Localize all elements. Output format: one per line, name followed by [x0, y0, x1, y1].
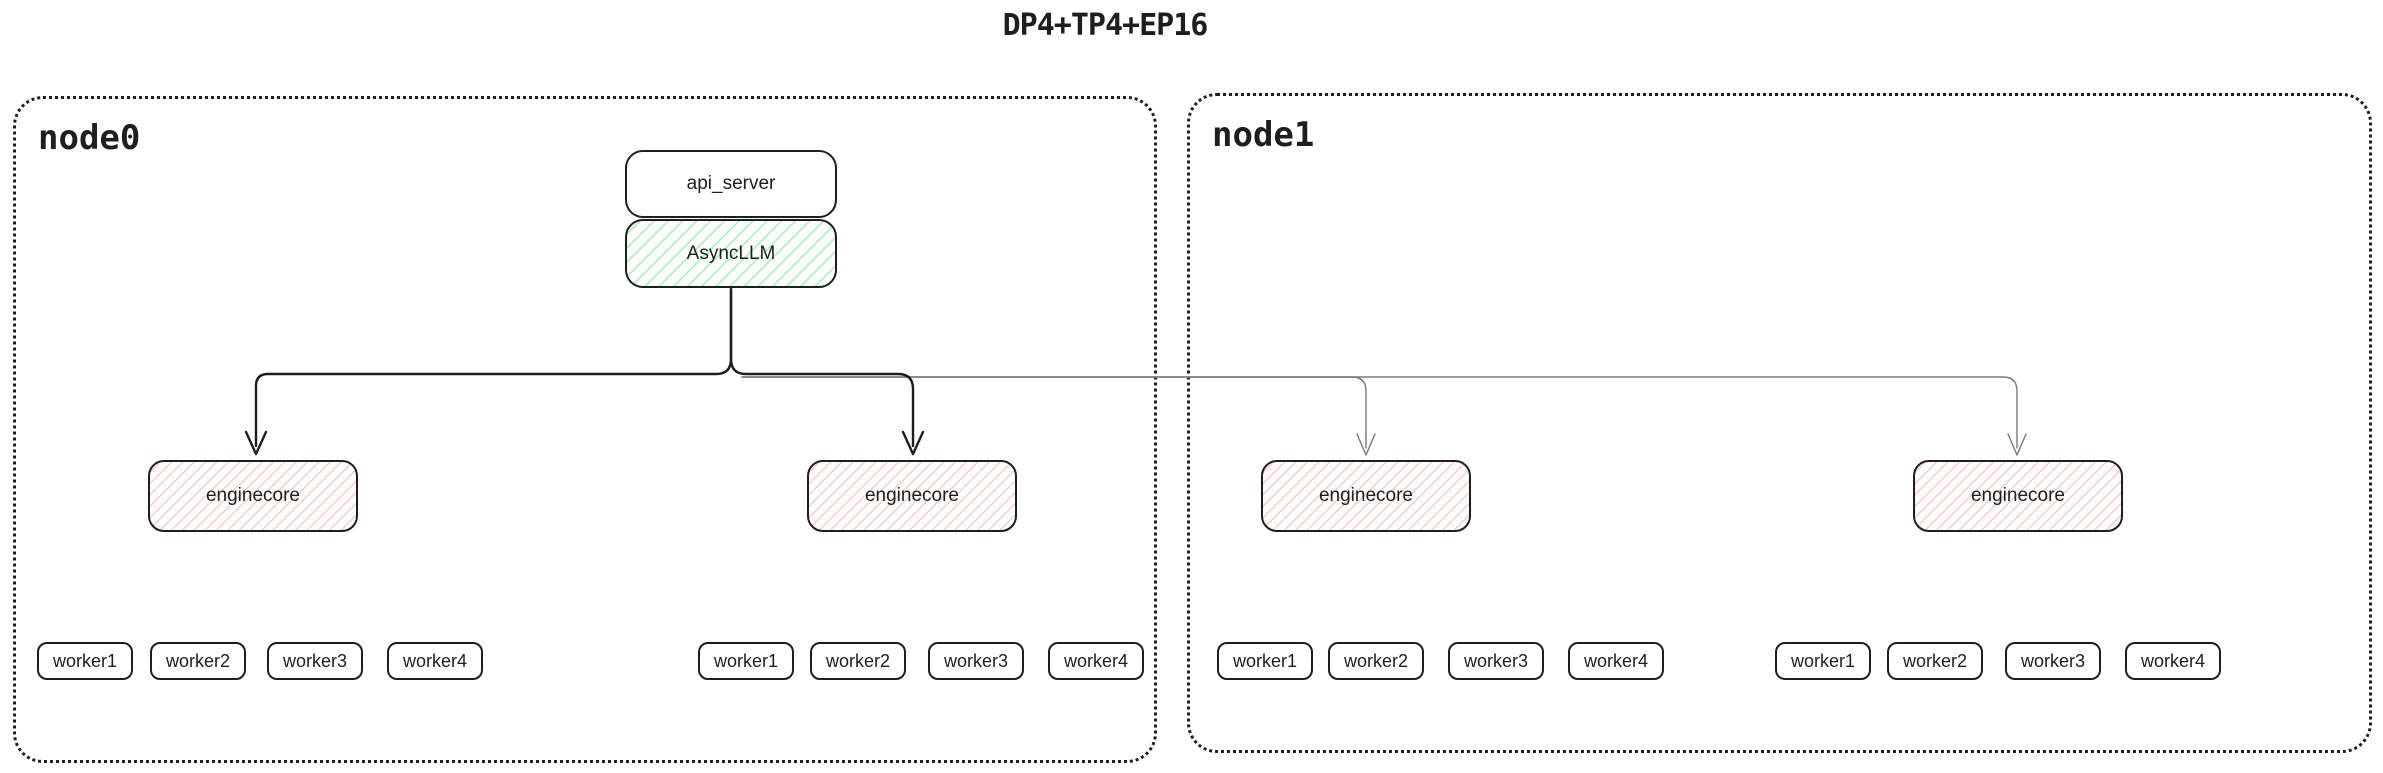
worker-box: worker2 — [1328, 642, 1424, 680]
worker-box: worker2 — [810, 642, 906, 680]
worker-box: worker4 — [1048, 642, 1144, 680]
worker-box: worker2 — [1887, 642, 1983, 680]
worker-box: worker2 — [150, 642, 246, 680]
api-server-box: api_server — [625, 150, 837, 218]
worker-box: worker3 — [928, 642, 1024, 680]
worker-box: worker4 — [387, 642, 483, 680]
node0-label: node0 — [38, 118, 141, 158]
worker-box: worker1 — [698, 642, 794, 680]
worker-box: worker3 — [1448, 642, 1544, 680]
node1-label: node1 — [1212, 115, 1315, 155]
enginecore-label: enginecore — [864, 485, 960, 506]
worker-box: worker1 — [1217, 642, 1313, 680]
enginecore-label: enginecore — [1318, 485, 1414, 506]
worker-box: worker3 — [2005, 642, 2101, 680]
worker-box: worker3 — [267, 642, 363, 680]
worker-box: worker4 — [2125, 642, 2221, 680]
worker-box: worker1 — [37, 642, 133, 680]
enginecore-label: enginecore — [1970, 485, 2066, 506]
worker-box: worker1 — [1775, 642, 1871, 680]
api-server-label: api_server — [686, 173, 776, 194]
worker-box: worker4 — [1568, 642, 1664, 680]
enginecore-box-3: enginecore — [1261, 460, 1471, 532]
enginecore-box-2: enginecore — [807, 460, 1017, 532]
enginecore-box-1: enginecore — [148, 460, 358, 532]
enginecore-label: enginecore — [205, 485, 301, 506]
enginecore-box-4: enginecore — [1913, 460, 2123, 532]
asyncllm-label: AsyncLLM — [686, 242, 776, 264]
diagram-title: DP4+TP4+EP16 — [1002, 8, 1209, 43]
asyncllm-box: AsyncLLM — [625, 219, 837, 288]
